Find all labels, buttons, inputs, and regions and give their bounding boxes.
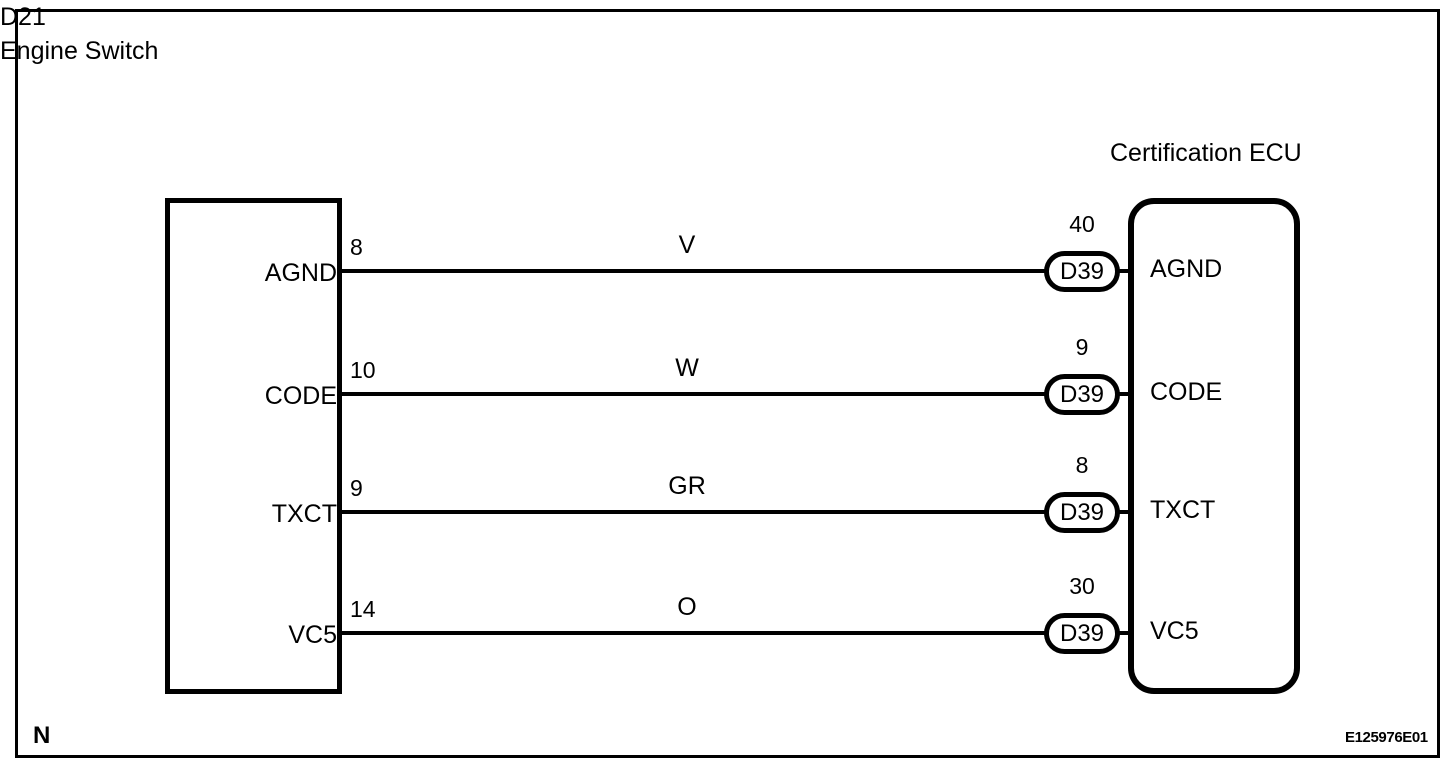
certification-ecu-connector-box — [1128, 198, 1300, 694]
left-pin-number-2: 10 — [350, 357, 376, 383]
engine-switch-connector-box: AGND CODE TXCT VC5 — [165, 198, 342, 694]
left-pin-number-4: 14 — [350, 596, 376, 622]
left-signal-label-2: CODE — [264, 382, 337, 410]
left-signal-label-3: TXCT — [271, 500, 337, 528]
diagram-frame — [15, 9, 1440, 758]
left-pin-number-3: 9 — [350, 475, 363, 501]
right-signal-label-1: AGND — [1150, 255, 1223, 283]
wire-color-code-4: O — [677, 593, 697, 621]
wire-agnd — [340, 269, 1130, 273]
connector-badge-d39-2: D39 — [1044, 374, 1120, 415]
figure-id-code: E125976E01 — [1345, 729, 1428, 746]
right-pin-number-4: 30 — [1069, 573, 1095, 599]
engine-switch-connector-id: D21 — [0, 3, 46, 31]
engine-switch-name: Engine Switch — [0, 37, 159, 65]
left-pin-number-1: 8 — [350, 234, 363, 260]
wire-color-code-3: GR — [668, 472, 706, 500]
orientation-mark: N — [33, 722, 51, 749]
right-signal-label-3: TXCT — [1150, 496, 1216, 524]
left-signal-label-1: AGND — [264, 259, 337, 287]
connector-badge-d39-3: D39 — [1044, 492, 1120, 533]
right-signal-label-2: CODE — [1150, 378, 1223, 406]
wire-txct — [340, 510, 1130, 514]
right-pin-number-1: 40 — [1069, 211, 1095, 237]
wire-vc5 — [340, 631, 1130, 635]
right-signal-label-4: VC5 — [1150, 617, 1199, 645]
left-signal-label-4: VC5 — [288, 621, 337, 649]
engine-switch-heading: D21 Engine Switch — [0, 0, 158, 68]
connector-badge-d39-4: D39 — [1044, 613, 1120, 654]
connector-badge-d39-1: D39 — [1044, 251, 1120, 292]
right-pin-number-2: 9 — [1075, 334, 1089, 360]
right-pin-number-3: 8 — [1075, 452, 1089, 478]
certification-ecu-heading: Certification ECU — [1110, 139, 1302, 167]
wire-color-code-2: W — [675, 354, 699, 382]
wire-color-code-1: V — [678, 231, 696, 259]
wire-code — [340, 392, 1130, 396]
